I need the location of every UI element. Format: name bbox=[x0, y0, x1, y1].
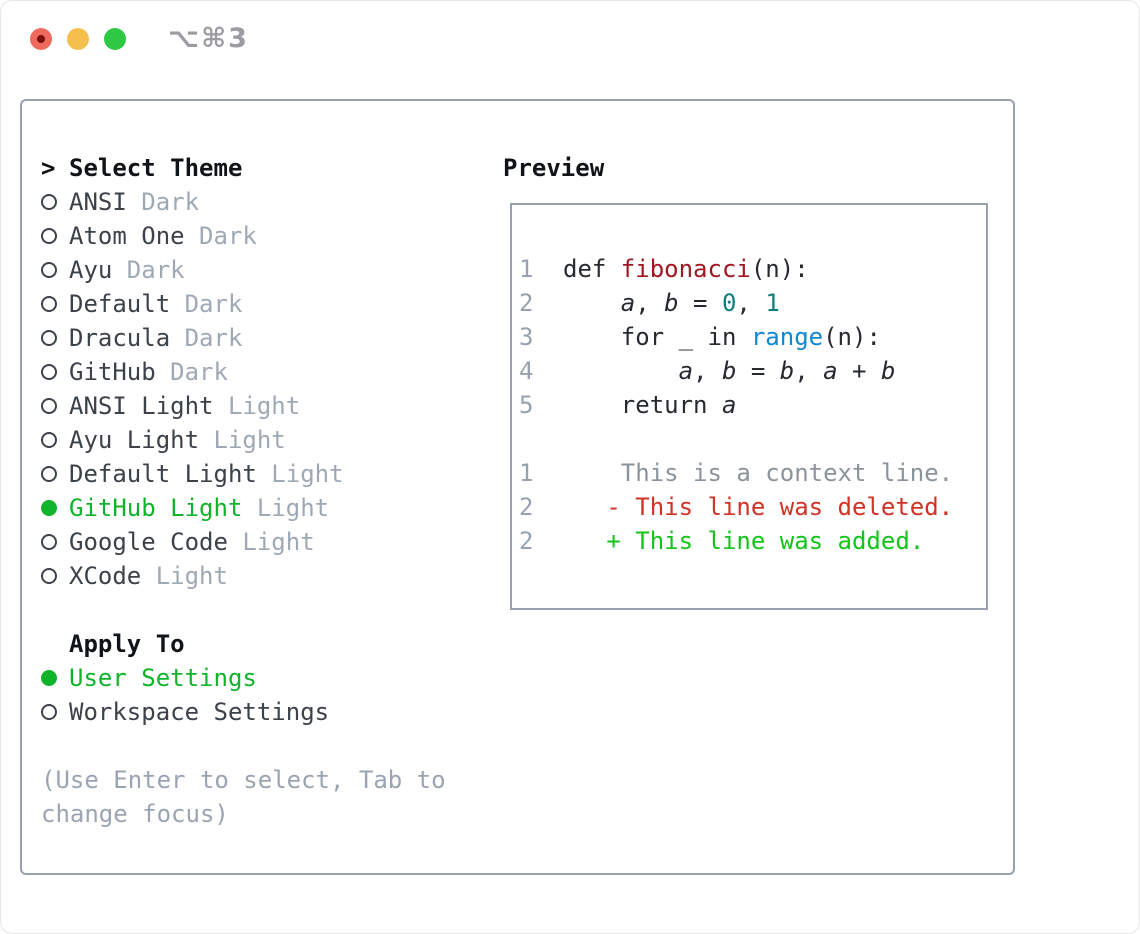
line-number: 2 bbox=[519, 493, 534, 521]
minimize-button[interactable] bbox=[67, 28, 89, 50]
item-variant-label: Dark bbox=[155, 358, 228, 386]
item-label: Default bbox=[69, 290, 171, 318]
line-number: 2 bbox=[519, 289, 534, 317]
title-bar: ⌥⌘3 bbox=[1, 1, 1139, 77]
item-variant-label: Dark bbox=[112, 256, 185, 284]
code-text: - This line was deleted. bbox=[563, 493, 954, 521]
radio-icon bbox=[41, 568, 57, 584]
code-line: 1 def fibonacci(n): bbox=[519, 252, 986, 286]
code-text: a, b = 0, 1 bbox=[620, 289, 780, 317]
theme-item[interactable]: Google Code Light bbox=[41, 525, 486, 559]
radio-icon bbox=[41, 704, 57, 720]
item-label: Default Light bbox=[69, 460, 257, 488]
item-variant-label: Light bbox=[141, 562, 228, 590]
code-line: 5 return a bbox=[519, 388, 986, 422]
radio-icon bbox=[41, 534, 57, 550]
radio-icon bbox=[41, 432, 57, 448]
apply-to-option[interactable]: User Settings bbox=[41, 661, 486, 695]
item-label: Workspace Settings bbox=[69, 698, 330, 726]
item-label: GitHub bbox=[69, 358, 156, 386]
theme-item[interactable]: GitHub Light Light bbox=[41, 491, 486, 525]
code-text: return a bbox=[563, 391, 737, 419]
item-variant-label: Dark bbox=[170, 290, 243, 318]
item-variant-label: Light bbox=[213, 392, 301, 420]
select-theme-title: Select Theme bbox=[69, 154, 243, 182]
code-text: + This line was added. bbox=[563, 527, 925, 555]
theme-item[interactable]: GitHub Dark bbox=[41, 355, 486, 389]
item-variant-label: Dark bbox=[170, 324, 243, 352]
spacer bbox=[41, 729, 486, 763]
item-label: Ayu Light bbox=[69, 426, 200, 454]
item-variant-label: Light bbox=[199, 426, 286, 454]
apply-to-option[interactable]: Workspace Settings bbox=[41, 695, 486, 729]
line-number: 4 bbox=[519, 357, 534, 385]
radio-icon bbox=[41, 364, 57, 380]
item-label: ANSI Light bbox=[69, 392, 214, 420]
radio-selected-icon bbox=[41, 500, 57, 516]
radio-icon bbox=[41, 466, 57, 482]
theme-item[interactable]: Default Dark bbox=[41, 287, 486, 321]
selection-caret-icon: > bbox=[41, 154, 56, 182]
code-line: 3 for _ in range(n): bbox=[519, 320, 986, 354]
item-variant-label: Light bbox=[242, 494, 330, 522]
item-label: Atom One bbox=[69, 222, 185, 250]
code-text: for _ in range(n): bbox=[563, 323, 881, 351]
item-variant-label: Dark bbox=[184, 222, 257, 250]
item-label: GitHub Light bbox=[69, 494, 243, 522]
radio-selected-icon bbox=[41, 670, 57, 686]
code-line: 2 + This line was added. bbox=[519, 524, 986, 558]
code-line: 2 a, b = 0, 1 bbox=[519, 286, 986, 320]
item-label: User Settings bbox=[69, 664, 257, 692]
item-variant-label: Dark bbox=[126, 188, 200, 216]
select-theme-header: > Select Theme bbox=[41, 151, 486, 185]
radio-icon bbox=[41, 330, 57, 346]
line-number: 5 bbox=[519, 391, 534, 419]
theme-item[interactable]: XCode Light bbox=[41, 559, 486, 593]
zoom-button[interactable] bbox=[104, 28, 126, 50]
line-number bbox=[519, 422, 534, 456]
apply-to-title: Apply To bbox=[69, 630, 185, 658]
item-label: Dracula bbox=[69, 324, 171, 352]
code-text: def fibonacci(n): bbox=[563, 255, 809, 283]
item-label: ANSI bbox=[69, 188, 127, 216]
spacer bbox=[41, 593, 486, 627]
line-number: 3 bbox=[519, 323, 534, 351]
preview-title: Preview bbox=[503, 154, 605, 182]
code-line: 2 - This line was deleted. bbox=[519, 490, 986, 524]
theme-item[interactable]: Atom One Dark bbox=[41, 219, 486, 253]
window-title: ⌥⌘3 bbox=[168, 23, 249, 54]
theme-item[interactable]: Ayu Dark bbox=[41, 253, 486, 287]
line-number: 1 bbox=[519, 255, 534, 283]
theme-item[interactable]: Dracula Dark bbox=[41, 321, 486, 355]
code-line: 1 This is a context line. bbox=[519, 456, 986, 490]
item-label: Ayu bbox=[69, 256, 113, 284]
theme-item[interactable]: ANSI Dark bbox=[41, 185, 486, 219]
code-text: a, b = b, a + b bbox=[678, 357, 896, 385]
radio-icon bbox=[41, 228, 57, 244]
item-label: Google Code bbox=[69, 528, 228, 556]
keyboard-hint: (Use Enter to select, Tab to change focu… bbox=[41, 766, 446, 828]
apply-to-header: Apply To bbox=[41, 627, 486, 661]
radio-icon bbox=[41, 262, 57, 278]
close-button[interactable] bbox=[30, 28, 52, 50]
theme-item[interactable]: Default Light Light bbox=[41, 457, 486, 491]
code-text: This is a context line. bbox=[563, 459, 954, 487]
theme-item[interactable]: Ayu Light Light bbox=[41, 423, 486, 457]
theme-item[interactable]: ANSI Light Light bbox=[41, 389, 486, 423]
radio-icon bbox=[41, 398, 57, 414]
radio-icon bbox=[41, 194, 57, 210]
line-number: 2 bbox=[519, 527, 534, 555]
item-label: XCode bbox=[69, 562, 142, 590]
item-variant-label: Light bbox=[227, 528, 315, 556]
line-number: 1 bbox=[519, 459, 534, 487]
item-variant-label: Light bbox=[256, 460, 344, 488]
radio-icon bbox=[41, 296, 57, 312]
code-line: 4 a, b = b, a + b bbox=[519, 354, 986, 388]
code-line bbox=[519, 422, 986, 456]
